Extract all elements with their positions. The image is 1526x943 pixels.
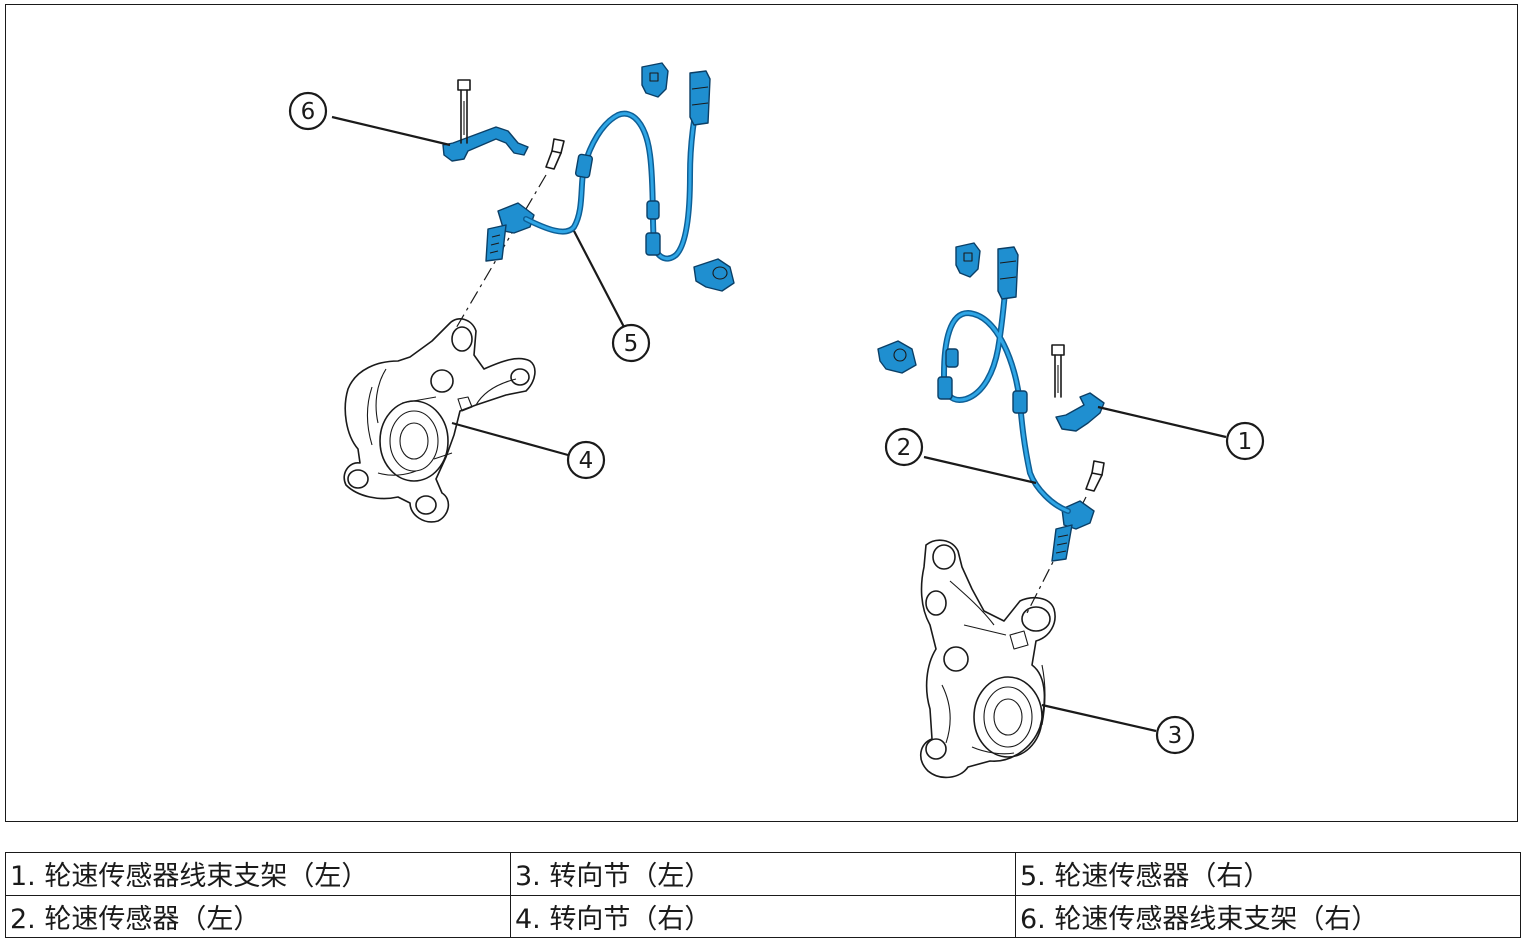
left-sensor-bolt xyxy=(451,138,565,336)
right-clip xyxy=(877,340,917,374)
exploded-view-diagram: .k { fill: none; stroke: #1a1a1a; stroke… xyxy=(288,62,1265,779)
right-bracket xyxy=(1051,344,1105,432)
callout-2: 2 xyxy=(884,427,924,467)
svg-text:2: 2 xyxy=(897,435,912,461)
right-wheel-speed-sensor xyxy=(1051,500,1095,562)
left-clip xyxy=(693,258,735,292)
callout-4: 4 xyxy=(566,440,606,480)
legend-cell: 6. 轮速传感器线束支架（右） xyxy=(1015,894,1521,938)
callout-5: 5 xyxy=(611,323,651,363)
svg-text:6: 6 xyxy=(301,99,316,125)
svg-text:5: 5 xyxy=(624,331,639,357)
legend-row: 1. 轮速传感器线束支架（左） 3. 转向节（左） 5. 轮速传感器（右） xyxy=(5,852,1521,896)
left-connector xyxy=(641,62,711,126)
parts-legend-table: 1. 轮速传感器线束支架（左） 3. 转向节（左） 5. 轮速传感器（右） 2.… xyxy=(5,852,1521,938)
legend-cell: 1. 轮速传感器线束支架（左） xyxy=(5,852,511,896)
svg-text:1: 1 xyxy=(1238,429,1253,455)
callout-3: 3 xyxy=(1155,715,1195,755)
diagram-frame: .k { fill: none; stroke: #1a1a1a; stroke… xyxy=(5,4,1518,822)
legend-cell: 3. 转向节（左） xyxy=(510,852,1016,896)
left-steering-knuckle xyxy=(343,318,536,523)
left-bracket xyxy=(442,79,529,162)
legend-cell: 5. 轮速传感器（右） xyxy=(1015,852,1521,896)
svg-text:4: 4 xyxy=(579,448,594,474)
callout-6: 6 xyxy=(288,91,328,131)
right-steering-knuckle xyxy=(920,539,1056,779)
legend-row: 2. 轮速传感器（左） 4. 转向节（右） 6. 轮速传感器线束支架（右） xyxy=(5,894,1521,938)
legend-cell: 4. 转向节（右） xyxy=(510,894,1016,938)
callout-1: 1 xyxy=(1225,421,1265,461)
left-wheel-speed-sensor xyxy=(485,202,535,262)
legend-cell: 2. 轮速传感器（左） xyxy=(5,894,511,938)
right-connector xyxy=(955,242,1019,300)
svg-text:3: 3 xyxy=(1168,723,1183,749)
